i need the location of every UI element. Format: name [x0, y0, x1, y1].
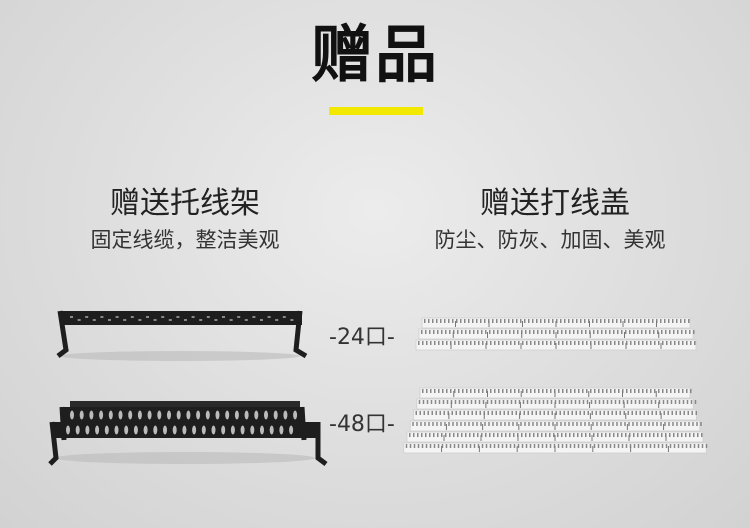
size-label-48: -48口- [329, 412, 395, 437]
page-title: 赠品 [310, 18, 439, 91]
right-description: 防尘、防灰、加固、美观 [434, 228, 666, 252]
left-description: 固定线缆，整洁美观 [90, 228, 280, 252]
rack-bar [60, 311, 302, 325]
right-heading: 赠送打线盖 [480, 186, 630, 221]
size-label-24: -24口- [329, 325, 395, 350]
left-heading: 赠送托线架 [110, 186, 260, 221]
accent-underline [329, 107, 423, 115]
